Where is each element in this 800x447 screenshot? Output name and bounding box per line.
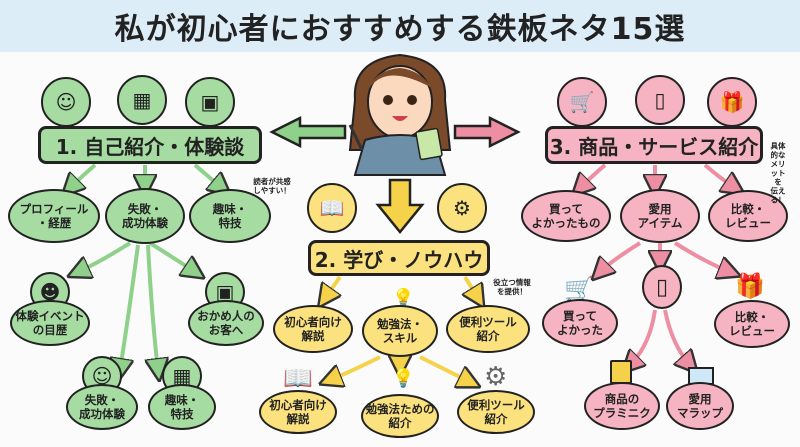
subtopic-useful-tools: 便利ツール 紹介	[457, 390, 535, 434]
gear-icon: ⚙	[437, 183, 487, 233]
topic-hobby: 趣味・ 特技	[189, 189, 271, 243]
gear-icon: ⚙	[484, 362, 508, 392]
page-title: 私が初心者におすすめする鉄板ネタ15選	[0, 0, 800, 52]
subtopic-good-buys: 買って よかった	[542, 299, 618, 347]
section-2-header: 2. 学び・ノウハウ	[308, 240, 490, 276]
subtopic-customer: おかめ人の お客へ	[188, 300, 264, 346]
smartphone-icon: ▯	[642, 265, 682, 309]
subtopic-failure-success: 失敗・ 成功体験	[66, 384, 138, 430]
topic-failure-success: 失敗・ 成功体験	[105, 188, 185, 244]
topic-study-skills: 勉強法・ スキル	[362, 305, 438, 357]
arrow-left-icon	[269, 115, 347, 149]
cart-icon: 🛒	[557, 77, 607, 127]
subtopic-event: 体験イベント の目歴	[10, 300, 90, 346]
topic-profile: プロフィール ・経歴	[8, 189, 100, 243]
subtopic-hobby: 趣味・ 特技	[148, 384, 216, 430]
section-1-note: 読者が共感 しやすい！	[253, 177, 291, 195]
section-1-header: 1. 自己紹介・体験談	[38, 126, 262, 164]
arrow-down-icon	[375, 178, 425, 234]
topic-beginner-guide: 初心者向け 解説	[273, 305, 353, 353]
suitcase-icon: ▣	[185, 77, 235, 127]
calendar-icon: ▦	[117, 75, 167, 125]
subtopic-product: 商品の プラミニク	[584, 382, 660, 430]
gift-icon: 🎁	[735, 272, 765, 300]
subtopic-study-intro: 勉強法ための 紹介	[361, 394, 439, 438]
cart-icon: 🛒	[564, 275, 594, 303]
smartphone-icon: ▯	[635, 75, 685, 125]
topic-good-buys: 買って よかったもの	[521, 190, 611, 242]
subtopic-comparison-review: 比較・ レビュー	[714, 300, 790, 348]
topic-favorite-items: 愛用 アイテム	[620, 189, 700, 243]
gift-icon: 🎁	[707, 77, 757, 127]
subtopic-favorite-wrap: 愛用 マラップ	[666, 382, 734, 430]
book-icon: 📖	[283, 364, 313, 392]
book-icon: 📖	[307, 183, 357, 233]
shopping-bag-icon	[610, 360, 632, 384]
arrow-right-icon	[453, 115, 521, 149]
thought-bubble-icon: ☺	[41, 77, 91, 127]
subtopic-beginner-guide: 初心者向け 解説	[259, 390, 337, 434]
section-2-note: 役立つ情報 を提供！	[493, 278, 531, 296]
topic-useful-tools: 便利ツール 紹介	[446, 305, 530, 353]
character-illustration	[348, 53, 452, 176]
section-3-header: 3. 商品・サービス紹介	[545, 126, 763, 164]
lightbulb-icon: 💡	[392, 288, 415, 309]
topic-comparison-review: 比較・ レビュー	[708, 190, 788, 242]
lightbulb-icon: 💡	[392, 368, 415, 389]
section-3-note: 具体的な メリットを 伝える！	[770, 141, 786, 205]
